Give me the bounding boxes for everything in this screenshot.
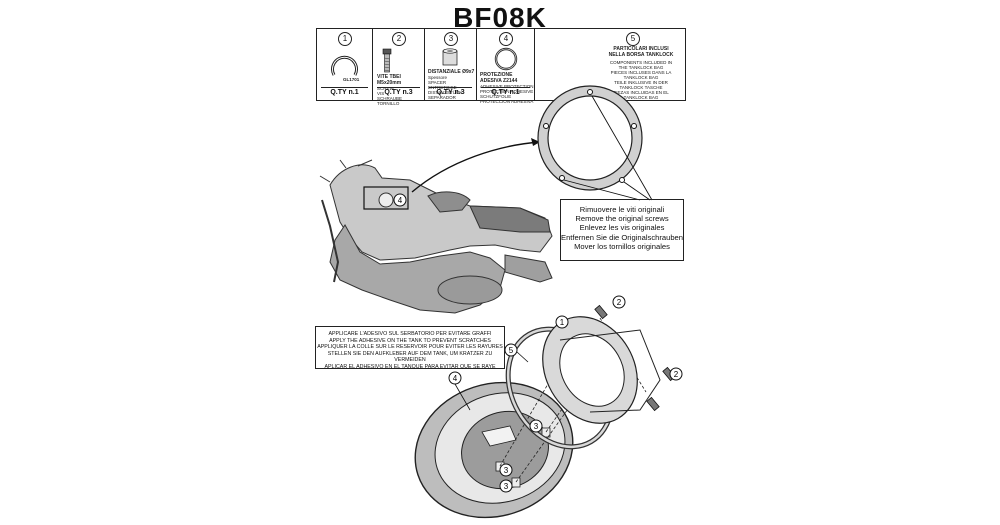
spacer-icon — [442, 48, 458, 66]
page-title: BF08K — [453, 2, 547, 33]
tank-assembly-illustration — [414, 304, 676, 519]
callout-4: 4 — [453, 374, 458, 383]
part-name: VITE TBEI M5x20mm — [377, 74, 402, 86]
callout-3: 3 — [504, 482, 509, 491]
note-line: APPLIQUER LA COLLE SUR LE RESERVOIR POUR… — [317, 344, 503, 351]
tank-flange-ring — [537, 85, 643, 191]
callout-1: 1 — [560, 318, 565, 327]
part-number: 1 — [338, 32, 352, 46]
screw-icon — [382, 48, 392, 73]
part-desc: COMPONENTS INCLUDED IN THE TANKLOCK BAG … — [609, 60, 673, 100]
part-cell-2: 2 VITE TBEI M5x20mm SCREW VIS SCHRAUBE T… — [373, 29, 425, 106]
part-number: 2 — [392, 32, 406, 46]
part-name: GL1701 — [343, 77, 360, 82]
note-line: APLICAR EL ADHESIVO EN EL TANQUE PARA EV… — [324, 363, 496, 370]
callout-3: 3 — [534, 422, 539, 431]
part-cell-5: 5 PARTICOLARI INCLUSI NELLA BORSA TANKLO… — [535, 29, 685, 100]
remove-screws-note: Rimuovere le viti originali Remove the o… — [560, 199, 684, 261]
part-cell-4: 4 PROTEZIONE ADESIVA Z2144 ADHESIVE PROT… — [477, 29, 535, 104]
note-line: Entfernen Sie die Originalschrauben — [561, 232, 683, 242]
part-cell-3: 3 DISTANZIALE Ø9x7 Spessore SPACER ENTRE… — [425, 29, 477, 100]
callout-2: 2 — [617, 298, 622, 307]
detail-frame — [363, 186, 409, 210]
detail-arrow — [411, 141, 541, 193]
part-qty: Q.TY n.3 — [429, 87, 472, 97]
callout-2: 2 — [674, 370, 679, 379]
note-line: Remove the original screws — [575, 214, 669, 224]
part-qty: Q.TY n.1 — [481, 87, 530, 97]
note-line: STELLEN SIE DEN AUFKLEBER AUF DEM TANK, … — [327, 350, 493, 364]
note-line: Rimuovere le viti originali — [579, 205, 665, 214]
o-ring-icon — [331, 55, 358, 76]
adhesive-ring-icon — [494, 47, 518, 71]
part-number: 3 — [444, 32, 458, 46]
part-name: DISTANZIALE Ø9x7 — [428, 69, 475, 75]
note-line: APPLY THE ADHESIVE ON THE TANK TO PREVEN… — [329, 337, 491, 344]
note-line: APPLICARE L'ADESIVO SUL SERBATORIO PER E… — [328, 331, 492, 337]
part-qty: Q.TY n.3 — [377, 87, 420, 97]
part-number: 5 — [626, 32, 640, 46]
part-number: 4 — [499, 32, 513, 46]
part-name: PARTICOLARI INCLUSI NELLA BORSA TANKLOCK — [608, 46, 674, 58]
note-line: Enlevez les vis originales — [579, 223, 665, 233]
detail-number: 4 — [398, 196, 403, 205]
part-desc: ADHESIVE PROTECTION PROTECTION ADHESIVE … — [480, 84, 534, 104]
parts-table: 1 GL1701 Q.TY n.1 2 VITE TBEI M5x20mm SC… — [316, 28, 686, 106]
part-desc: SCREW VIS SCHRAUBE TORNILLO — [377, 86, 403, 106]
note-line: Mover los tornillos originales — [574, 241, 670, 251]
part-cell-1: 1 GL1701 Q.TY n.1 — [317, 29, 373, 100]
callout-3: 3 — [504, 466, 509, 475]
adhesive-note: APPLICARE L'ADESIVO SUL SERBATORIO PER E… — [315, 326, 505, 370]
motorcycle-illustration — [319, 159, 553, 314]
part-qty: Q.TY n.1 — [321, 87, 368, 97]
part-name: PROTEZIONE ADESIVA Z2144 — [480, 72, 518, 84]
callout-5: 5 — [509, 346, 514, 355]
